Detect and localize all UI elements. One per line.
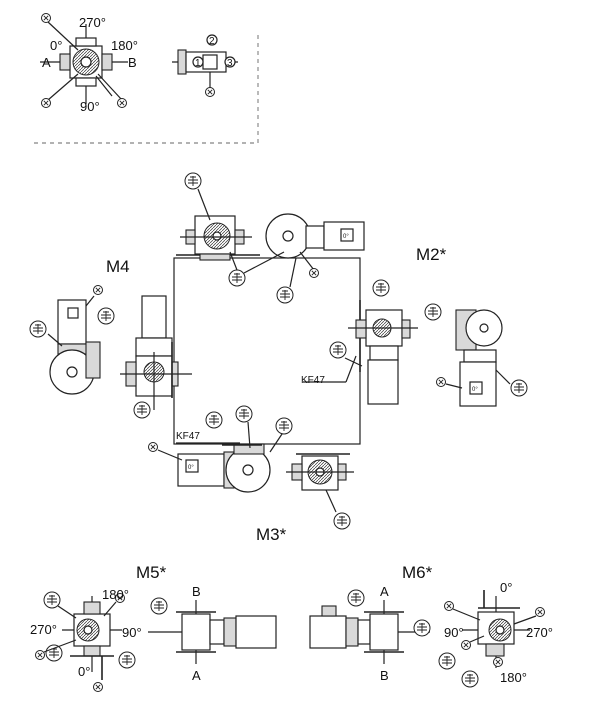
vent-icon — [347, 589, 365, 607]
m6-angle-270: 270° — [526, 625, 553, 640]
m5-side-b: B — [192, 584, 201, 599]
gear-unit-right-of-box — [303, 279, 418, 405]
marker-x-icon — [117, 98, 127, 108]
vent-icon — [133, 401, 151, 419]
marker-x-icon — [41, 13, 51, 23]
motor-top-right: 0° — [243, 213, 365, 304]
side-b-label: B — [128, 55, 137, 70]
vent-icon — [43, 591, 61, 609]
vent-icon — [97, 307, 115, 325]
marker-x-icon — [309, 268, 319, 278]
terminal-box-angle: 0° — [188, 465, 194, 471]
marker-x-icon — [535, 607, 545, 617]
vent-icon — [275, 417, 293, 435]
m6-angle-90: 90° — [444, 625, 464, 640]
marker-x-icon — [148, 442, 158, 452]
terminal-position-3: 3 — [227, 58, 233, 69]
terminal-box-angle: 0° — [472, 387, 478, 393]
m5-angle-90: 90° — [122, 625, 142, 640]
m5-angle-180: 180° — [102, 587, 129, 602]
angle-90-label: 90° — [80, 99, 100, 114]
vent-icon — [150, 597, 168, 615]
terminal-position-2: 2 — [209, 36, 215, 47]
model-callout-kf47-bottom: KF47 — [176, 431, 200, 442]
marker-x-icon — [35, 650, 45, 660]
mounting-label-m3: M3* — [256, 525, 287, 544]
marker-x-icon — [493, 657, 503, 667]
m5-angle-0: 0° — [78, 664, 90, 679]
terminal-box-angle: 0° — [343, 234, 349, 240]
gear-unit-bottom-left: 0° — [148, 405, 293, 493]
gear-unit-m5-end-view — [35, 591, 136, 692]
vent-icon — [228, 269, 246, 287]
m6-side-b: B — [380, 668, 389, 683]
vent-icon — [276, 286, 294, 304]
gear-unit-m2: 0° — [424, 303, 528, 407]
section-divider — [34, 32, 259, 144]
vent-icon — [510, 379, 528, 397]
m5-angle-270: 270° — [30, 622, 57, 637]
gear-unit-bottom-right — [286, 453, 354, 530]
mounting-label-m4: M4 — [106, 257, 130, 276]
gear-unit-m5-side-view — [148, 597, 277, 664]
marker-x-icon — [93, 682, 103, 692]
vent-icon — [235, 405, 253, 423]
mounting-label-m5: M5* — [136, 563, 167, 582]
m6-angle-180: 180° — [500, 670, 527, 685]
m6-side-a: A — [380, 584, 389, 599]
angle-180-label: 180° — [111, 38, 138, 53]
marker-x-icon — [461, 640, 471, 650]
angle-0-label: 0° — [50, 38, 62, 53]
angle-270-label: 270° — [79, 15, 106, 30]
vent-icon — [372, 279, 390, 297]
gear-unit-m4 — [29, 285, 115, 395]
gear-unit-m6-end-view — [438, 590, 545, 688]
vent-icon — [118, 651, 136, 669]
m6-angle-0: 0° — [500, 580, 512, 595]
m5-side-a: A — [192, 668, 201, 683]
model-callout-kf47-right: KF47 — [301, 375, 325, 386]
side-a-label: A — [42, 55, 51, 70]
vent-icon — [413, 619, 431, 637]
gear-unit-left-of-box — [120, 295, 192, 419]
marker-x-icon — [205, 87, 215, 97]
vent-icon — [329, 341, 347, 359]
vent-icon — [438, 652, 456, 670]
marker-x-icon — [93, 285, 103, 295]
gear-unit-m6-side-view — [309, 589, 431, 664]
vent-icon — [184, 172, 202, 190]
reference-angle-view — [40, 13, 128, 108]
terminal-position-1: 1 — [195, 58, 201, 69]
marker-x-icon — [436, 377, 446, 387]
vent-icon — [29, 320, 47, 338]
terminal-box-positions-view — [172, 34, 238, 97]
vent-icon — [45, 644, 63, 662]
vent-icon — [205, 411, 223, 429]
mounting-label-m2: M2* — [416, 245, 447, 264]
marker-x-icon — [41, 98, 51, 108]
mounting-label-m6: M6* — [402, 563, 433, 582]
vent-icon — [424, 303, 442, 321]
gear-unit-top — [176, 172, 260, 287]
vent-icon — [461, 670, 479, 688]
marker-x-icon — [444, 601, 454, 611]
vent-icon — [333, 512, 351, 530]
